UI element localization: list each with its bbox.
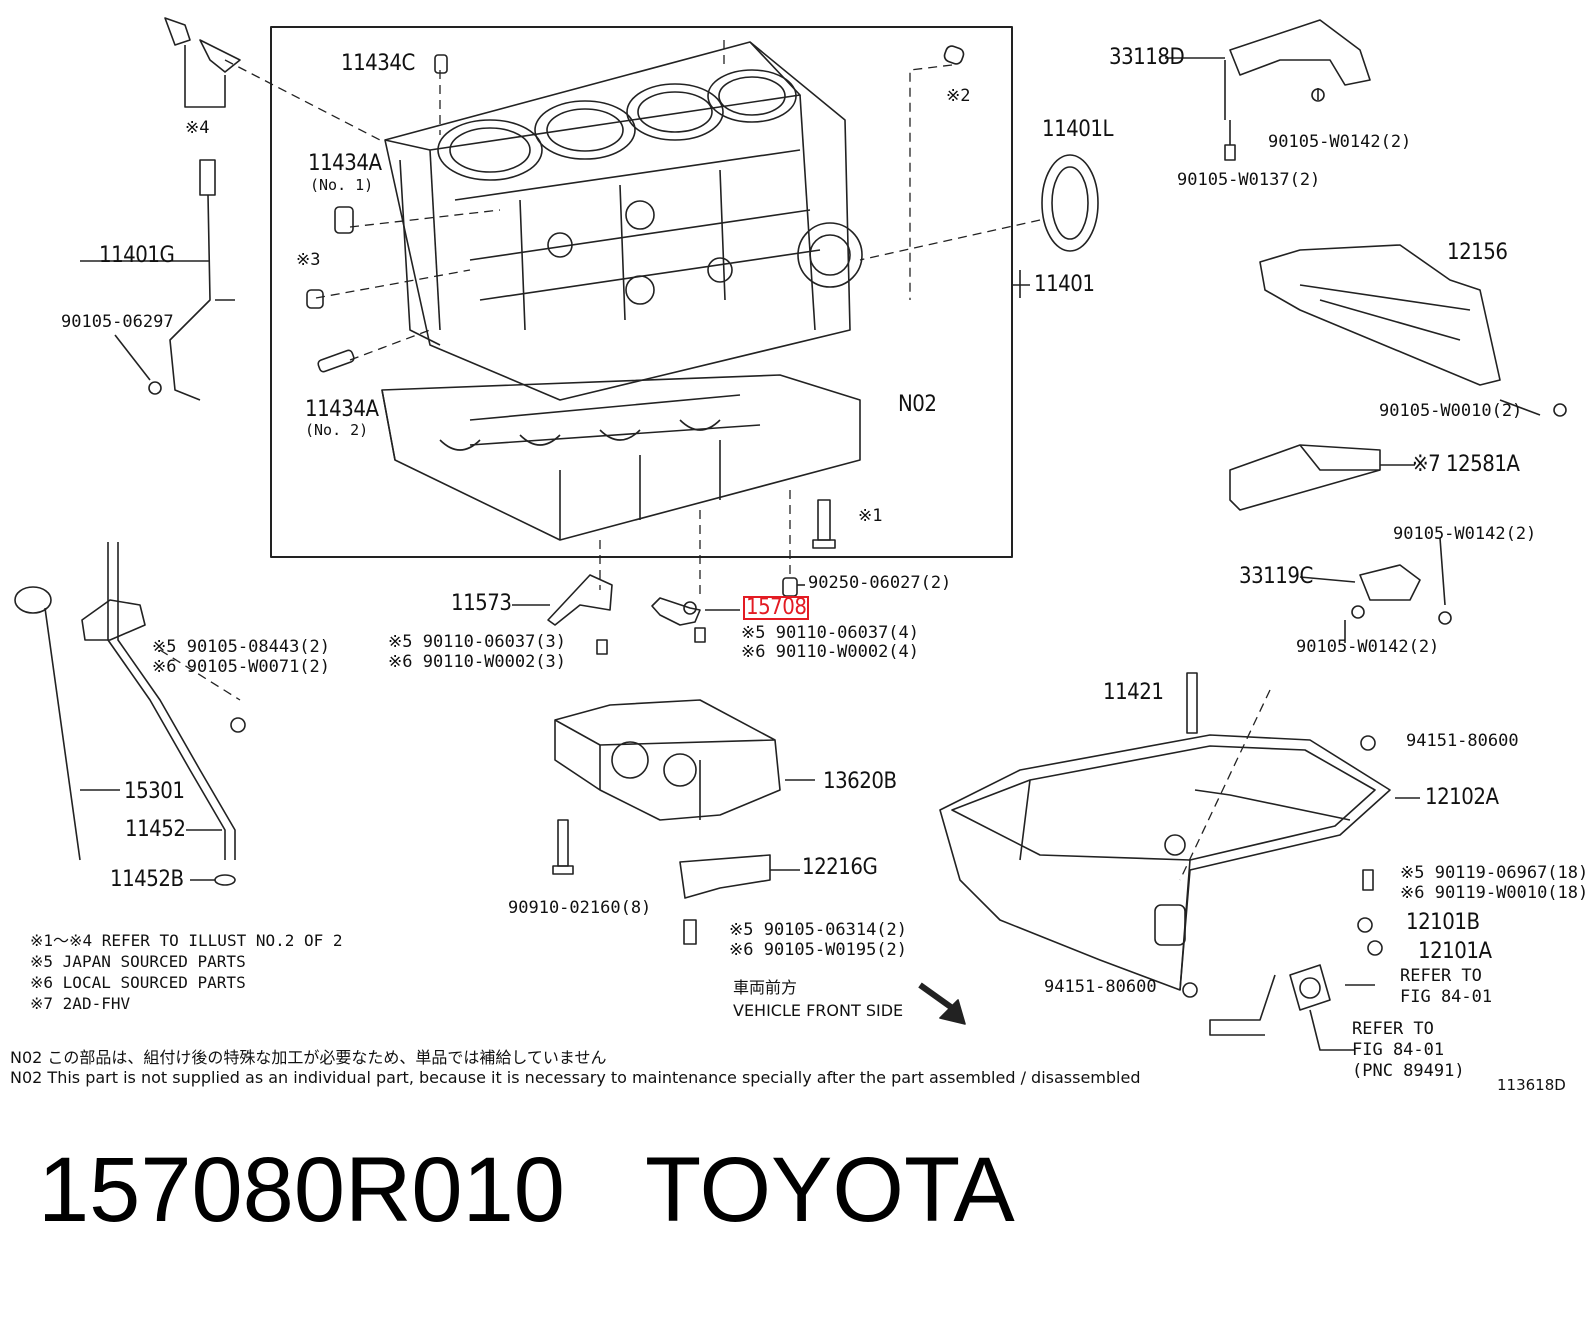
illustration-number: 113618D — [1497, 1076, 1566, 1094]
label-90105-W0137: 90105-W0137(2) — [1177, 170, 1321, 190]
label-33119C: 33119C — [1239, 564, 1313, 589]
label-90110-06037-4: ※5 90110-06037(4) — [741, 623, 920, 643]
part-11573-shape — [547, 574, 613, 626]
label-11421: 11421 — [1103, 680, 1164, 705]
label-12156: 12156 — [1447, 240, 1508, 265]
label-11401G: 11401G — [99, 243, 175, 268]
legend-note: ※1～※4 REFER TO ILLUST NO.2 OF 2 — [30, 931, 343, 950]
label-12101A: 12101A — [1418, 939, 1492, 964]
label-90119-W0010: ※6 90119-W0010(18) — [1400, 883, 1589, 903]
label-15708-highlight[interactable]: 15708 — [743, 596, 810, 620]
label-94151-80600-bottom: 94151-80600 — [1044, 977, 1157, 997]
label-90110-06037-3: ※5 90110-06037(3) — [388, 632, 567, 652]
label-90105-W0142-top: 90105-W0142(2) — [1268, 132, 1412, 152]
label-90105-W0142-low: 90105-W0142(2) — [1296, 637, 1440, 657]
label-94151-80600-top: 94151-80600 — [1406, 731, 1519, 751]
label-11401L: 11401L — [1042, 117, 1113, 142]
label-90110-W0002-4: ※6 90110-W0002(4) — [741, 642, 920, 662]
label-N02: N02 — [898, 392, 937, 417]
legend-note: ※6 LOCAL SOURCED PARTS — [30, 973, 246, 992]
part-15708-shape — [651, 597, 701, 626]
part-caption: 157080R010 TOYOTA — [38, 1140, 1015, 1240]
dipstick-ring — [14, 586, 52, 614]
label-12216G: 12216G — [802, 855, 878, 880]
label-11434C: 11434C — [341, 51, 415, 76]
label-refer-to-2a: REFER TO — [1352, 1019, 1434, 1039]
pin-11434A-1 — [334, 206, 354, 234]
label-note-4: ※4 — [185, 118, 210, 138]
label-11452: 11452 — [125, 817, 186, 842]
vehicle-front-jp: 車両前方 — [733, 978, 798, 997]
label-refer-to-1a: REFER TO — [1400, 966, 1482, 986]
label-90105-W0010: 90105-W0010(2) — [1379, 401, 1523, 421]
pin-11434C — [434, 54, 448, 74]
label-90910-02160: 90910-02160(8) — [508, 898, 652, 918]
label-90105-06297: 90105-06297 — [61, 312, 174, 332]
label-33118D: 33118D — [1109, 45, 1185, 70]
label-11434A-1: 11434A — [308, 151, 382, 176]
label-refer-to-2b: FIG 84-01 — [1352, 1040, 1445, 1060]
label-note-2: ※2 — [946, 86, 971, 106]
label-90119-06967: ※5 90119-06967(18) — [1400, 863, 1589, 883]
vehicle-front-arrow — [918, 982, 957, 1013]
label-90105-W0195: ※6 90105-W0195(2) — [729, 940, 908, 960]
n02-note-en: N02 This part is not supplied as an indi… — [10, 1068, 1141, 1087]
block-frame — [270, 26, 1013, 558]
label-refer-to-2c: (PNC 89491) — [1352, 1061, 1465, 1081]
vehicle-front-label: 車両前方 VEHICLE FRONT SIDE — [733, 976, 903, 1022]
label-90105-06314: ※5 90105-06314(2) — [729, 920, 908, 940]
label-11434A-1-sub: (No. 1) — [310, 176, 374, 194]
label-11434A-2-sub: (No. 2) — [305, 421, 369, 439]
pin-11434A-2 — [317, 349, 355, 373]
legend-note: ※5 JAPAN SOURCED PARTS — [30, 952, 246, 971]
part-number: 157080R010 — [38, 1139, 565, 1241]
label-11452B: 11452B — [110, 867, 184, 892]
label-15301: 15301 — [124, 779, 185, 804]
label-11434A-2: 11434A — [305, 397, 379, 422]
n02-note-jp: N02 この部品は、組付け後の特殊な加工が必要なため、単品では補給していません — [10, 1048, 607, 1067]
vehicle-front-en: VEHICLE FRONT SIDE — [733, 1001, 904, 1020]
pin-2 — [943, 45, 965, 65]
legend-note: ※7 2AD-FHV — [30, 994, 131, 1013]
label-12102A: 12102A — [1425, 785, 1499, 810]
pin-3 — [306, 289, 324, 309]
brand-name: TOYOTA — [644, 1139, 1015, 1241]
cylinder-block-drawing — [384, 41, 863, 401]
label-12581A: ※7 12581A — [1412, 452, 1520, 477]
label-90105-W0071: ※6 90105-W0071(2) — [152, 657, 331, 677]
label-90105-08443: ※5 90105-08443(2) — [152, 637, 331, 657]
oil-pan-shape — [939, 734, 1391, 991]
seal-11401L — [1041, 154, 1099, 252]
label-90110-W0002-3: ※6 90110-W0002(3) — [388, 652, 567, 672]
label-note-3: ※3 — [296, 250, 321, 270]
label-11573: 11573 — [451, 591, 512, 616]
oil-pump-shape — [554, 699, 781, 821]
lower-case-drawing — [381, 374, 861, 541]
label-11401: 11401 — [1034, 272, 1095, 297]
legend-notes: ※1～※4 REFER TO ILLUST NO.2 OF 2 ※5 JAPAN… — [30, 930, 343, 1014]
label-note-1: ※1 — [858, 506, 883, 526]
label-90250-06027: 90250-06027(2) — [808, 573, 952, 593]
label-12101B: 12101B — [1406, 910, 1480, 935]
label-13620B: 13620B — [823, 769, 897, 794]
label-90105-W0142-mid: 90105-W0142(2) — [1393, 524, 1537, 544]
label-refer-to-1b: FIG 84-01 — [1400, 987, 1493, 1007]
